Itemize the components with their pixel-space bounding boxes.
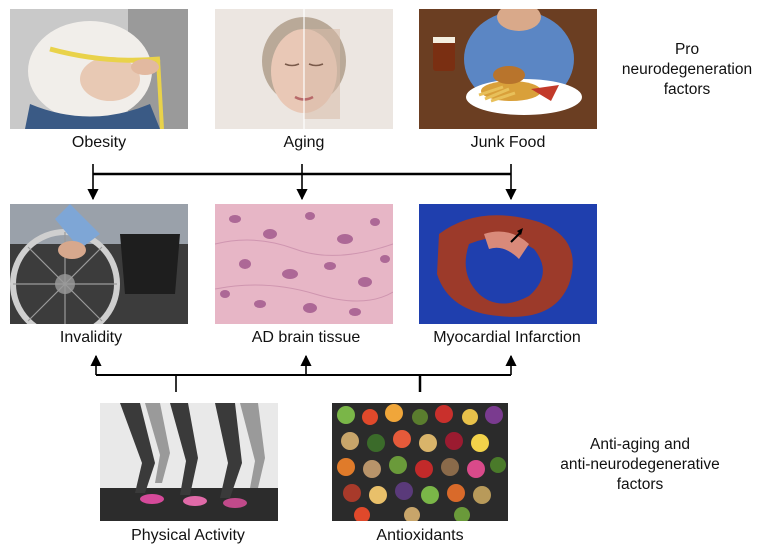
pro-heading-line2: neurodegeneration bbox=[621, 61, 753, 78]
anti-heading-line3: factors bbox=[616, 476, 664, 493]
label-ad-brain-tissue: AD brain tissue bbox=[251, 329, 361, 346]
pro-heading-line3: factors bbox=[663, 81, 711, 98]
junk-food-photo bbox=[419, 9, 597, 129]
label-physical-activity: Physical Activity bbox=[131, 527, 245, 544]
label-obesity: Obesity bbox=[71, 134, 127, 151]
label-invalidity: Invalidity bbox=[59, 329, 123, 346]
label-junk-food: Junk Food bbox=[470, 134, 546, 151]
aging-photo bbox=[215, 9, 393, 129]
anti-heading-line2: anti-neurodegenerative bbox=[560, 456, 720, 473]
ad-brain-tissue-photo bbox=[215, 204, 393, 324]
anti-factors-heading: Anti-aging and anti-neurodegenerative fa… bbox=[535, 435, 745, 495]
invalidity-photo bbox=[10, 204, 188, 324]
myocardial-infarction-photo bbox=[419, 204, 597, 324]
anti-heading-line1: Anti-aging and bbox=[590, 436, 690, 453]
physical-activity-photo bbox=[100, 403, 278, 521]
label-myocardial-infarction: Myocardial Infarction bbox=[433, 329, 581, 346]
antioxidants-photo bbox=[332, 403, 508, 521]
pro-heading-line1: Pro bbox=[674, 41, 700, 58]
label-antioxidants: Antioxidants bbox=[376, 527, 464, 544]
pro-factors-heading: Pro neurodegeneration factors bbox=[612, 40, 762, 100]
obesity-photo bbox=[10, 9, 188, 129]
label-aging: Aging bbox=[283, 134, 325, 151]
